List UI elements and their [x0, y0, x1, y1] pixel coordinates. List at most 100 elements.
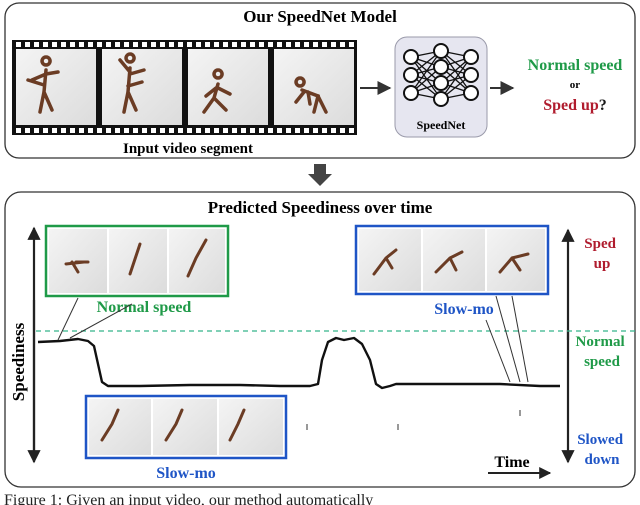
nn-node: [463, 67, 479, 83]
sprocket-hole: [313, 128, 318, 133]
sprocket-hole: [25, 42, 30, 47]
sprocket-hole: [61, 42, 66, 47]
sprocket-hole: [322, 128, 327, 133]
nn-edge: [410, 56, 442, 100]
nn-node: [403, 85, 419, 101]
sprocket-hole: [295, 128, 300, 133]
output-or: or: [570, 79, 581, 91]
callout-normal-pointer-2: [69, 303, 133, 339]
film-sprockets: [16, 42, 354, 133]
sprocket-hole: [52, 42, 57, 47]
sprocket-hole: [88, 42, 93, 47]
sprocket-hole: [196, 128, 201, 133]
sprocket-hole: [169, 42, 174, 47]
nn-node: [463, 49, 479, 65]
callout-slowmo-right: Slow-mo: [354, 224, 550, 383]
bottom-panel: Predicted Speediness over time Speedines…: [4, 191, 636, 488]
callout-slowmo-pointer-1: [485, 319, 511, 383]
label-sped-up-line1: Sped: [584, 236, 616, 252]
neural-network-icon: [403, 43, 479, 107]
video-frame-2: [102, 49, 182, 125]
sprocket-hole: [223, 128, 228, 133]
sprocket-hole: [241, 42, 246, 47]
label-sped-up: Sped up: [584, 236, 619, 272]
sprocket-hole: [70, 42, 75, 47]
sprocket-hole: [286, 42, 291, 47]
sprocket-hole: [34, 42, 39, 47]
nn-node: [433, 75, 449, 91]
figure-caption: Figure 1: Given an input video, our meth…: [4, 492, 373, 505]
callout-slowmo-right-label: Slow-mo: [434, 301, 494, 318]
sprocket-hole: [133, 42, 138, 47]
output-question-mark: ?: [599, 97, 607, 114]
output-normal-speed: Normal speed: [528, 57, 623, 74]
sprocket-hole: [232, 42, 237, 47]
label-normal-speed-line2: speed: [584, 354, 620, 370]
sprocket-hole: [151, 42, 156, 47]
sprocket-hole: [196, 42, 201, 47]
speediness-curve: [37, 336, 560, 390]
sprocket-hole: [142, 42, 147, 47]
y-axis-label: Speediness: [9, 322, 28, 401]
nn-node: [433, 59, 449, 75]
sprocket-hole: [223, 42, 228, 47]
sprocket-hole: [88, 128, 93, 133]
label-sped-up-line2: up: [594, 256, 611, 272]
sprocket-hole: [169, 128, 174, 133]
sprocket-hole: [205, 42, 210, 47]
sprocket-hole: [16, 42, 21, 47]
sprocket-hole: [304, 128, 309, 133]
sprocket-hole: [349, 42, 354, 47]
sprocket-hole: [16, 128, 21, 133]
sprocket-hole: [322, 42, 327, 47]
sprocket-hole: [340, 128, 345, 133]
callout-normal-speed: Normal speed: [44, 224, 230, 341]
sprocket-hole: [124, 128, 129, 133]
label-slowed-down: Slowed down: [577, 432, 627, 468]
sprocket-hole: [124, 42, 129, 47]
sprocket-hole: [349, 128, 354, 133]
label-normal-speed: Normal speed: [576, 334, 629, 370]
nn-edge: [440, 50, 472, 94]
sprocket-hole: [79, 42, 84, 47]
sprocket-hole: [133, 128, 138, 133]
speednet-network: SpeedNet: [394, 36, 488, 138]
sprocket-hole: [160, 42, 165, 47]
sprocket-hole: [277, 42, 282, 47]
sprocket-hole: [79, 128, 84, 133]
sprocket-hole: [313, 42, 318, 47]
sprocket-hole: [241, 128, 246, 133]
sprocket-hole: [286, 128, 291, 133]
nn-node: [463, 85, 479, 101]
callout-slowmo-bottom-label: Slow-mo: [156, 465, 216, 482]
sprocket-hole: [277, 128, 282, 133]
nn-node: [433, 43, 449, 59]
sprocket-hole: [25, 128, 30, 133]
sprocket-hole: [268, 128, 273, 133]
nn-node: [433, 91, 449, 107]
speednet-label: SpeedNet: [417, 118, 466, 132]
sprocket-hole: [331, 42, 336, 47]
video-frame-3: [188, 49, 268, 125]
label-slowed-down-line1: Slowed: [577, 432, 624, 448]
label-slowed-down-line2: down: [584, 452, 620, 468]
nn-node: [403, 49, 419, 65]
sprocket-hole: [295, 42, 300, 47]
sprocket-hole: [151, 128, 156, 133]
sprocket-hole: [187, 42, 192, 47]
sprocket-hole: [52, 128, 57, 133]
sprocket-hole: [214, 42, 219, 47]
sprocket-hole: [70, 128, 75, 133]
sprocket-hole: [214, 128, 219, 133]
callout-normal-speed-label: Normal speed: [97, 299, 192, 316]
nn-edge: [440, 56, 472, 100]
output-sped-up-text: Sped up: [543, 97, 599, 114]
sprocket-hole: [97, 42, 102, 47]
sprocket-hole: [115, 42, 120, 47]
film-strip: [12, 40, 357, 135]
callout-slowmo-pointer-3: [511, 295, 529, 383]
sprocket-hole: [178, 128, 183, 133]
sprocket-hole: [142, 128, 147, 133]
top-panel: Our SpeedNet Model Input video segmen: [4, 2, 636, 159]
sprocket-hole: [97, 128, 102, 133]
